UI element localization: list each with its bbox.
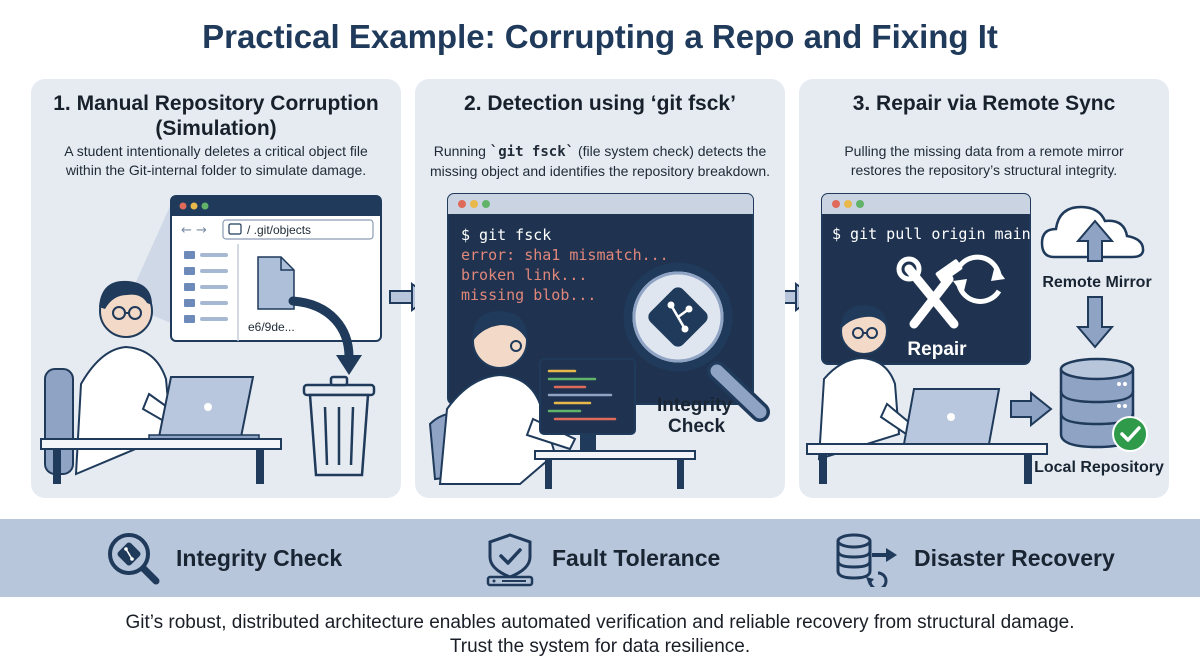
shield-check-icon <box>486 533 534 587</box>
right-arrow-icon <box>1010 390 1053 428</box>
down-arrow-icon <box>1075 296 1115 349</box>
panel-detection: 2. Detection using ‘git fsck’ Running `g… <box>415 79 785 498</box>
inline-code: `git fsck` <box>489 144 575 160</box>
check-badge-icon <box>1112 416 1148 452</box>
terminal-line: broken link... <box>461 266 587 284</box>
integrity-label: Check <box>668 416 725 437</box>
repair-tools-icon <box>896 256 963 329</box>
terminal-line: $ git fsck <box>461 226 551 244</box>
panel-description: Pulling the missing data from a remote m… <box>809 142 1159 180</box>
local-repository-label: Local Repository <box>1034 459 1164 476</box>
heading-line: 1. Manual Repository Corruption <box>53 92 379 115</box>
manual-corruption-illustration: ← → / .git/objects e6/9de... <box>40 195 382 484</box>
monitor-icon <box>539 358 636 452</box>
terminal-line: missing blob... <box>461 286 596 304</box>
file-browser-window: ← → / .git/objects e6/9de... <box>170 195 382 342</box>
analyst-figure <box>438 311 577 485</box>
detection-illustration: $ git fsck error: sha1 mismatch... broke… <box>428 193 770 489</box>
terminal-line: error: sha1 mismatch... <box>461 246 669 264</box>
desc-text: Running <box>433 143 490 159</box>
laptop-icon <box>902 388 1001 445</box>
feature-label: Disaster Recovery <box>914 544 1115 571</box>
integrity-label: Integrity <box>657 395 732 416</box>
footer-summary: Git’s robust, distributed architecture e… <box>0 611 1200 659</box>
panel-heading: 3. Repair via Remote Sync <box>852 92 1116 115</box>
panel-repair: 3. Repair via Remote Sync Pulling the mi… <box>799 79 1169 498</box>
up-arrow-icon <box>1075 219 1115 262</box>
desc-line: restores the repository’s structural int… <box>850 162 1118 178</box>
file-label: e6/9de... <box>248 320 295 334</box>
feature-label: Fault Tolerance <box>552 544 721 571</box>
footer-line: Trust the system for data resilience. <box>449 636 751 657</box>
trash-can-icon <box>302 375 376 477</box>
object-file-icon <box>257 256 295 310</box>
page-title: Practical Example: Corrupting a Repo and… <box>202 18 998 55</box>
sync-icon <box>953 254 1005 304</box>
desc-text: (file system check) detects the <box>574 143 767 159</box>
path-text: / .git/objects <box>247 223 311 237</box>
repair-label: Repair <box>907 339 967 360</box>
desc-line: Running `git fsck` (file system check) d… <box>425 142 775 162</box>
desc-line: within the Git-internal folder to simula… <box>65 162 367 178</box>
feature-fault-tolerance: Fault Tolerance <box>482 519 720 597</box>
feature-disaster-recovery: Disaster Recovery <box>832 519 1115 597</box>
panel-heading: 1. Manual Repository Corruption (Simulat… <box>41 91 391 141</box>
database-restore-icon <box>836 533 897 587</box>
repair-illustration: $ git pull origin main Repair <box>806 193 1164 484</box>
magnifier-git-icon <box>623 262 770 422</box>
desc-line: A student intentionally deletes a critic… <box>64 143 368 159</box>
terminal-line: $ git pull origin main <box>832 225 1031 243</box>
feature-label: Integrity Check <box>176 544 343 571</box>
panel-description: A student intentionally deletes a critic… <box>41 142 391 180</box>
desc-line: missing object and identifies the reposi… <box>429 163 771 179</box>
footer-line: Git’s robust, distributed architecture e… <box>125 612 1075 633</box>
panel-heading: 2. Detection using ‘git fsck’ <box>464 92 736 115</box>
remote-mirror-label: Remote Mirror <box>1042 274 1151 291</box>
features-band: Integrity Check Fault Tolerance Disaster… <box>0 519 1200 597</box>
desc-line: Pulling the missing data from a remote m… <box>844 143 1124 159</box>
panel-manual-corruption: 1. Manual Repository Corruption (Simulat… <box>31 79 401 498</box>
developer-figure <box>817 305 919 461</box>
heading-line: (Simulation) <box>155 117 277 140</box>
feature-integrity-check: Integrity Check <box>104 519 342 597</box>
magnifier-git-icon <box>108 533 160 585</box>
svg-text:← →: ← → <box>181 223 207 238</box>
panel-description: Running `git fsck` (file system check) d… <box>425 142 775 181</box>
